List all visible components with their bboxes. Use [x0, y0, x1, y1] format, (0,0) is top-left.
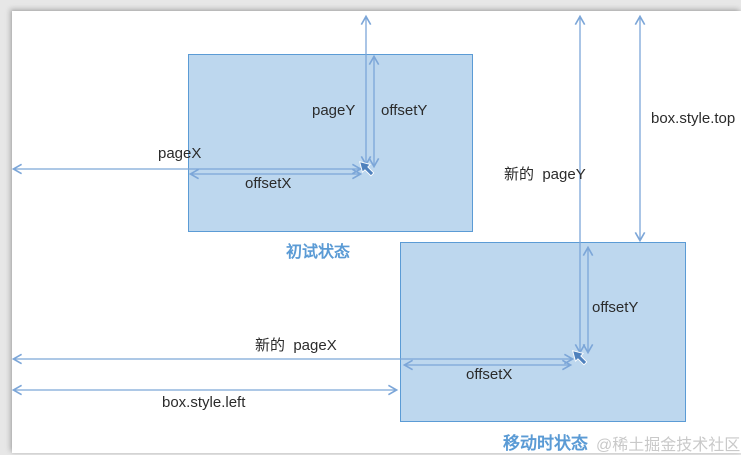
box-style-left-label: box.style.left	[162, 394, 246, 411]
offsetx-label: offsetX	[245, 175, 292, 192]
pagey-label: pageY	[312, 102, 356, 119]
new-pagey-label: 新的 pageY	[504, 166, 586, 183]
moved-state-box	[400, 242, 686, 422]
pagex-label: pageX	[158, 145, 202, 162]
watermark: @稀土掘金技术社区	[596, 437, 741, 454]
moved-state-title: 移动时状态	[503, 434, 588, 453]
initial-state-title: 初试状态	[286, 244, 351, 261]
new-pagex-label: 新的 pageX	[255, 337, 337, 354]
box-style-top-label: box.style.top	[651, 110, 736, 127]
offsety-label: offsetY	[381, 102, 428, 119]
initial-state-box	[188, 54, 473, 232]
moved-offsety-label: offsetY	[592, 299, 639, 316]
moved-offsetx-label: offsetX	[466, 366, 513, 383]
